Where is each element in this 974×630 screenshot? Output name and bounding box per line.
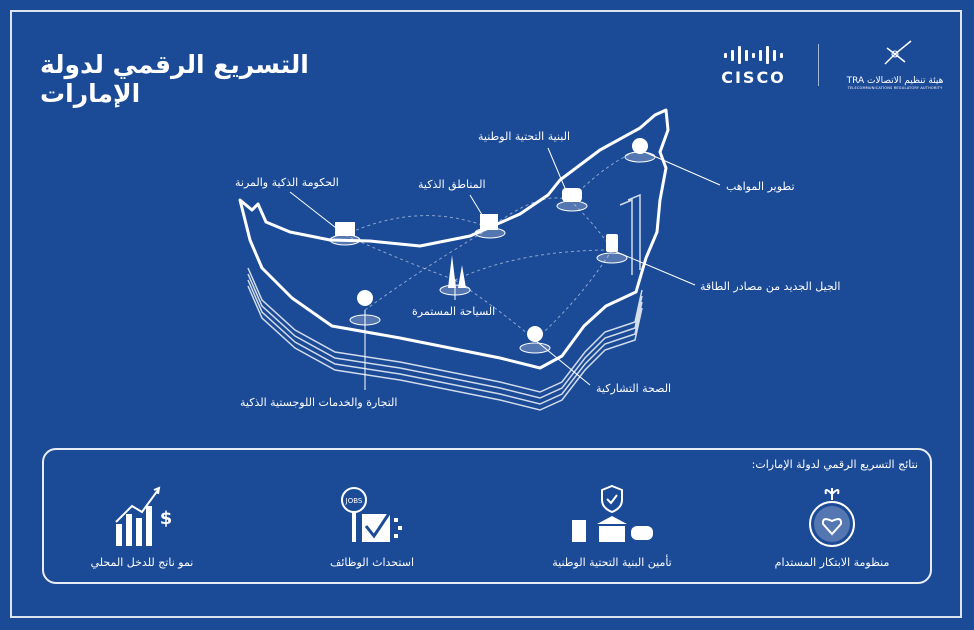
tra-star-icon	[884, 40, 912, 65]
label-energy: الجيل الجديد من مصادر الطاقة	[700, 280, 841, 293]
smart-city-icon	[480, 214, 498, 230]
result-item: منظومة الابتكار المستدام	[742, 484, 922, 569]
result-label: استحداث الوظائف	[329, 556, 415, 569]
result-item: $ نمو ناتج للدخل المحلي	[52, 484, 232, 569]
health-node	[519, 342, 551, 354]
label-tourism: السياحة المستمرة	[412, 305, 496, 318]
government-building-icon	[335, 222, 355, 236]
result-label: منظومة الابتكار المستدام	[774, 556, 890, 569]
result-item: JOBS استحداث الوظائف	[282, 484, 462, 569]
tra-arabic-name: هيئة تنظيم الاتصالات	[867, 76, 944, 86]
label-trade-logistics: التجارة والخدمات اللوجستية الذكية	[240, 396, 398, 409]
label-national-infrastructure: البنية التحتية الوطنية	[478, 130, 571, 143]
label-smart-government: الحكومة الذكية والمرنة	[235, 176, 339, 189]
tra-abbr: TRA	[846, 76, 865, 86]
label-health: الصحة التشاركية	[596, 382, 672, 395]
cisco-bars-icon	[716, 44, 791, 66]
gdp-growth-icon: $	[115, 486, 173, 546]
cisco-wordmark: CISCO	[721, 68, 786, 87]
logo-divider	[818, 44, 819, 86]
result-item: تأمين البنية التحتية الوطنية	[522, 484, 702, 569]
people-icon	[632, 138, 648, 154]
uae-outline	[238, 108, 670, 370]
results-panel: نتائج التسريع الرقمي لدولة الإمارات: منظ…	[42, 448, 932, 584]
energy-plug-icon	[606, 234, 618, 252]
train-icon	[562, 188, 582, 202]
globe-heart-icon	[809, 488, 855, 547]
results-title: نتائج التسريع الرقمي لدولة الإمارات:	[751, 458, 918, 471]
medical-icon	[527, 326, 543, 342]
jobs-icon: JOBS	[341, 487, 402, 542]
energy-node	[596, 252, 628, 264]
svg-text:JOBS: JOBS	[345, 497, 363, 505]
cisco-logo: CISCO	[716, 44, 791, 87]
trade-node	[349, 314, 381, 326]
label-talent-development: تطوير المواهب	[726, 180, 795, 193]
infrastructure-node	[556, 200, 588, 212]
tra-logo: هيئة تنظيم الاتصالات TRA TELECOMMUNICATI…	[840, 40, 950, 90]
page-title: التسريع الرقمي لدولة الإمارات	[40, 50, 309, 108]
smart-government-node	[329, 234, 361, 246]
border-frame	[10, 10, 962, 618]
infrastructure-shield-icon	[572, 484, 653, 542]
result-label: نمو ناتج للدخل المحلي	[90, 556, 194, 569]
result-label: تأمين البنية التحتية الوطنية	[552, 556, 672, 569]
svg-text:$: $	[160, 508, 173, 529]
tra-english-name: TELECOMMUNICATIONS REGULATORY AUTHORITY	[847, 86, 943, 90]
dollar-pin-icon	[357, 290, 373, 306]
label-smart-zones: المناطق الذكية	[418, 178, 486, 191]
towers-icon	[448, 255, 466, 288]
